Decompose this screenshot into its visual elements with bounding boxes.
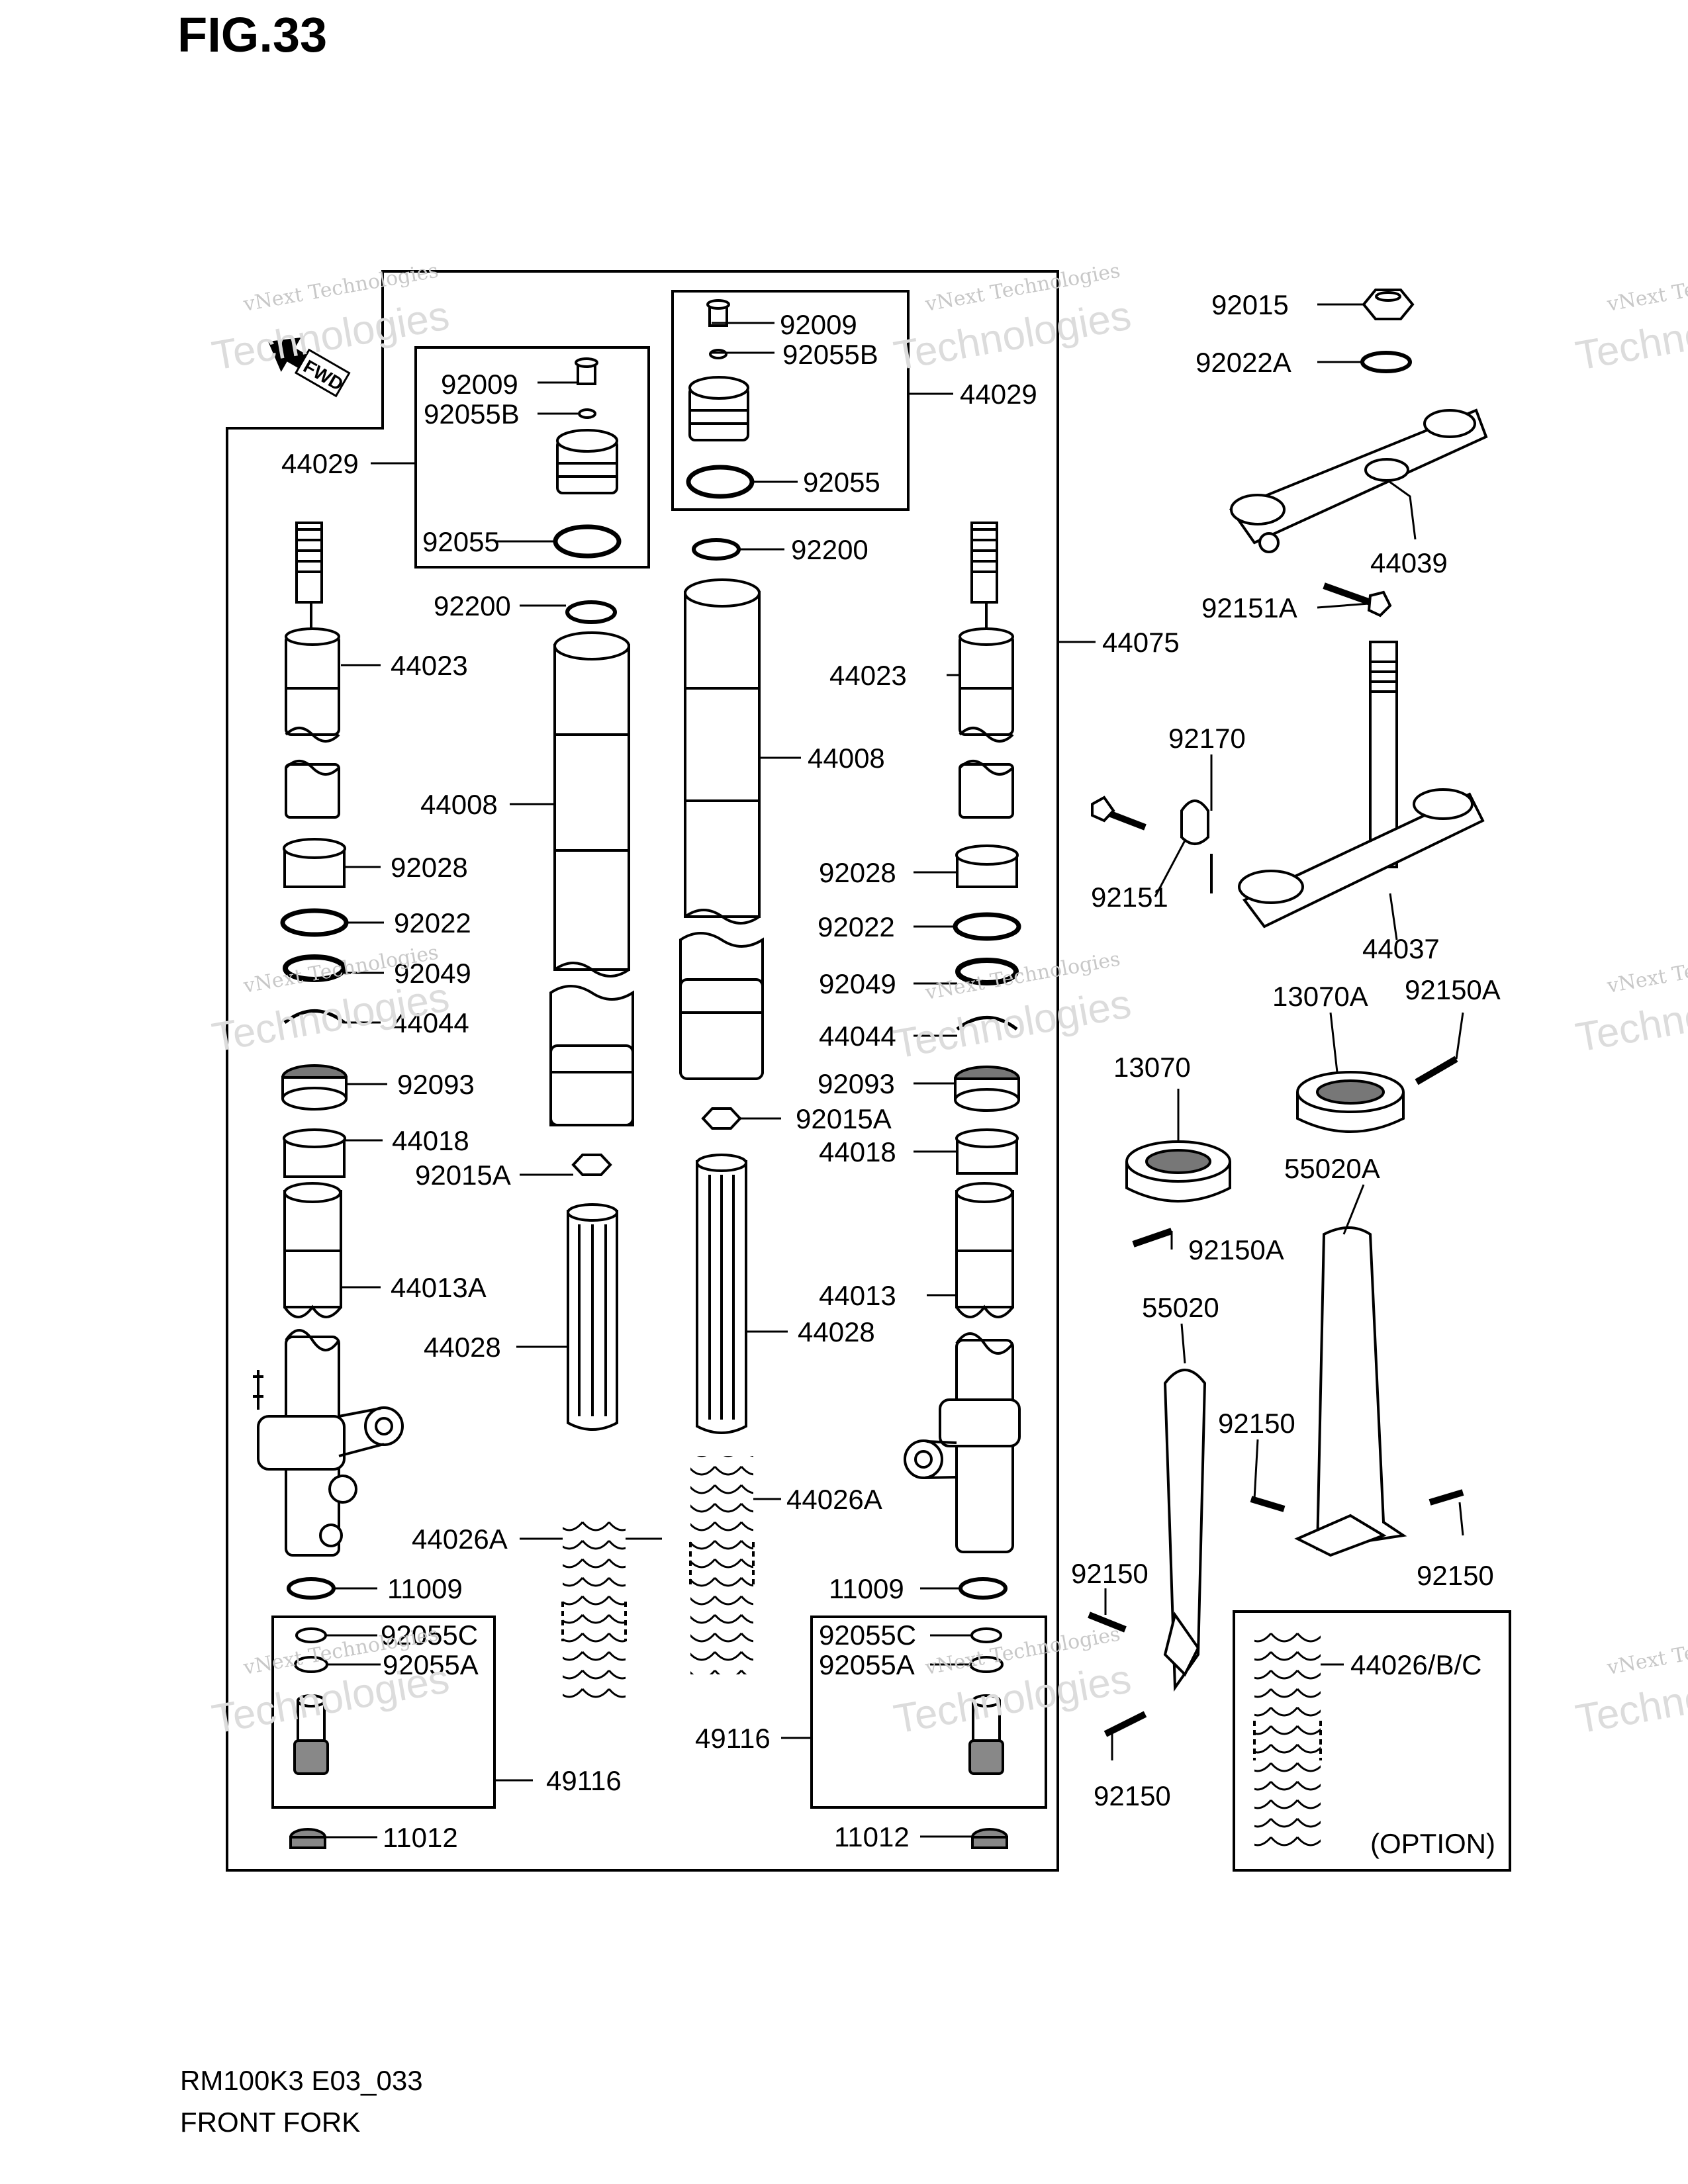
leader-lines bbox=[325, 303, 1464, 1839]
label-92093-right: 92093 bbox=[818, 1068, 895, 1099]
label-92093: 92093 bbox=[397, 1069, 475, 1100]
label-44023: 44023 bbox=[391, 650, 468, 681]
cap-assembly-box-left bbox=[414, 346, 650, 569]
label-44028-right: 44028 bbox=[798, 1316, 875, 1347]
option-box bbox=[1233, 1610, 1511, 1872]
left-fork-leg bbox=[253, 522, 404, 1849]
watermark-text: vNext Technologies bbox=[1605, 1623, 1688, 1680]
label-44026-option: 44026/B/C bbox=[1350, 1649, 1481, 1680]
cap-parts bbox=[553, 299, 755, 559]
label-92055-right: 92055 bbox=[803, 467, 880, 498]
label-44018: 44018 bbox=[392, 1125, 469, 1156]
label-92150-b: 92150 bbox=[1417, 1560, 1494, 1591]
figure-title: FIG.33 bbox=[177, 7, 328, 62]
label-92150-c: 92150 bbox=[1071, 1558, 1149, 1589]
label-92009: 92009 bbox=[441, 369, 518, 400]
label-44008: 44008 bbox=[420, 789, 498, 820]
fork-assembly-frame bbox=[226, 270, 1059, 1872]
label-92200: 92200 bbox=[434, 590, 511, 621]
model-code: RM100K3 E03_033 bbox=[180, 2065, 423, 2096]
label-92200-right: 92200 bbox=[791, 534, 868, 565]
label-92055C-right: 92055C bbox=[819, 1619, 916, 1651]
label-92055C: 92055C bbox=[381, 1619, 478, 1651]
label-92150-a: 92150 bbox=[1218, 1408, 1295, 1439]
label-44039: 44039 bbox=[1370, 547, 1448, 578]
label-44028: 44028 bbox=[424, 1332, 501, 1363]
label-44029: 44029 bbox=[281, 448, 359, 479]
label-44018-right: 44018 bbox=[819, 1136, 896, 1167]
label-92151: 92151 bbox=[1091, 882, 1168, 913]
label-49116-right: 49116 bbox=[695, 1723, 771, 1754]
label-11009-right: 11009 bbox=[829, 1573, 904, 1604]
damper-box-right bbox=[810, 1615, 1047, 1809]
label-44037: 44037 bbox=[1362, 933, 1440, 964]
label-92170: 92170 bbox=[1168, 723, 1246, 754]
label-92049: 92049 bbox=[394, 958, 471, 989]
right-inner-tube bbox=[679, 538, 764, 1674]
label-92015A-right: 92015A bbox=[796, 1103, 892, 1134]
label-44013: 44013 bbox=[819, 1280, 896, 1311]
part-labels: 92009 92055B 44029 92055 92009 92055B 44… bbox=[281, 289, 1501, 1859]
label-11012: 11012 bbox=[383, 1822, 458, 1853]
label-92022A: 92022A bbox=[1196, 347, 1291, 378]
label-92055A: 92055A bbox=[383, 1649, 479, 1680]
left-inner-tube bbox=[549, 600, 634, 1701]
label-44026A: 44026A bbox=[412, 1524, 508, 1555]
watermark-text: vNext Technologies bbox=[1605, 259, 1688, 316]
label-92015A: 92015A bbox=[415, 1160, 511, 1191]
label-92055: 92055 bbox=[422, 526, 500, 557]
label-92022-right: 92022 bbox=[818, 911, 895, 942]
label-13070: 13070 bbox=[1113, 1052, 1191, 1083]
label-44029-right: 44029 bbox=[960, 379, 1037, 410]
label-13070A: 13070A bbox=[1272, 981, 1368, 1012]
label-44023-right: 44023 bbox=[829, 660, 907, 691]
label-44075: 44075 bbox=[1102, 627, 1180, 658]
label-55020: 55020 bbox=[1142, 1292, 1219, 1323]
label-92028: 92028 bbox=[391, 852, 468, 883]
watermark-text: vNext Technologies bbox=[1605, 941, 1688, 998]
steering-and-guards bbox=[1088, 289, 1488, 1846]
label-92022: 92022 bbox=[394, 907, 471, 938]
label-92055B-right: 92055B bbox=[782, 339, 878, 370]
right-fork-leg bbox=[904, 522, 1021, 1849]
label-11012-right: 11012 bbox=[834, 1821, 910, 1852]
label-44013A: 44013A bbox=[391, 1272, 487, 1303]
label-92151A: 92151A bbox=[1201, 592, 1297, 623]
label-92055B: 92055B bbox=[424, 398, 520, 430]
label-49116: 49116 bbox=[546, 1765, 622, 1796]
label-92028-right: 92028 bbox=[819, 857, 896, 888]
option-note: (OPTION) bbox=[1370, 1828, 1495, 1859]
label-92150A: 92150A bbox=[1405, 974, 1501, 1005]
label-92009-right: 92009 bbox=[780, 309, 857, 340]
label-92049-right: 92049 bbox=[819, 968, 896, 999]
label-44044-right: 44044 bbox=[819, 1021, 896, 1052]
label-55020A: 55020A bbox=[1284, 1153, 1380, 1184]
section-title: FRONT FORK bbox=[180, 2107, 361, 2138]
label-44026A-right: 44026A bbox=[786, 1484, 882, 1515]
label-92150-d: 92150 bbox=[1094, 1780, 1171, 1811]
cap-assembly-box-right bbox=[671, 290, 910, 511]
label-44008-right: 44008 bbox=[808, 743, 885, 774]
damper-box-left bbox=[271, 1615, 496, 1809]
label-92150A-lower: 92150A bbox=[1188, 1234, 1284, 1265]
label-92055A-right: 92055A bbox=[819, 1649, 915, 1680]
label-44044: 44044 bbox=[392, 1007, 469, 1038]
label-11009: 11009 bbox=[387, 1573, 463, 1604]
label-92015: 92015 bbox=[1211, 289, 1289, 320]
